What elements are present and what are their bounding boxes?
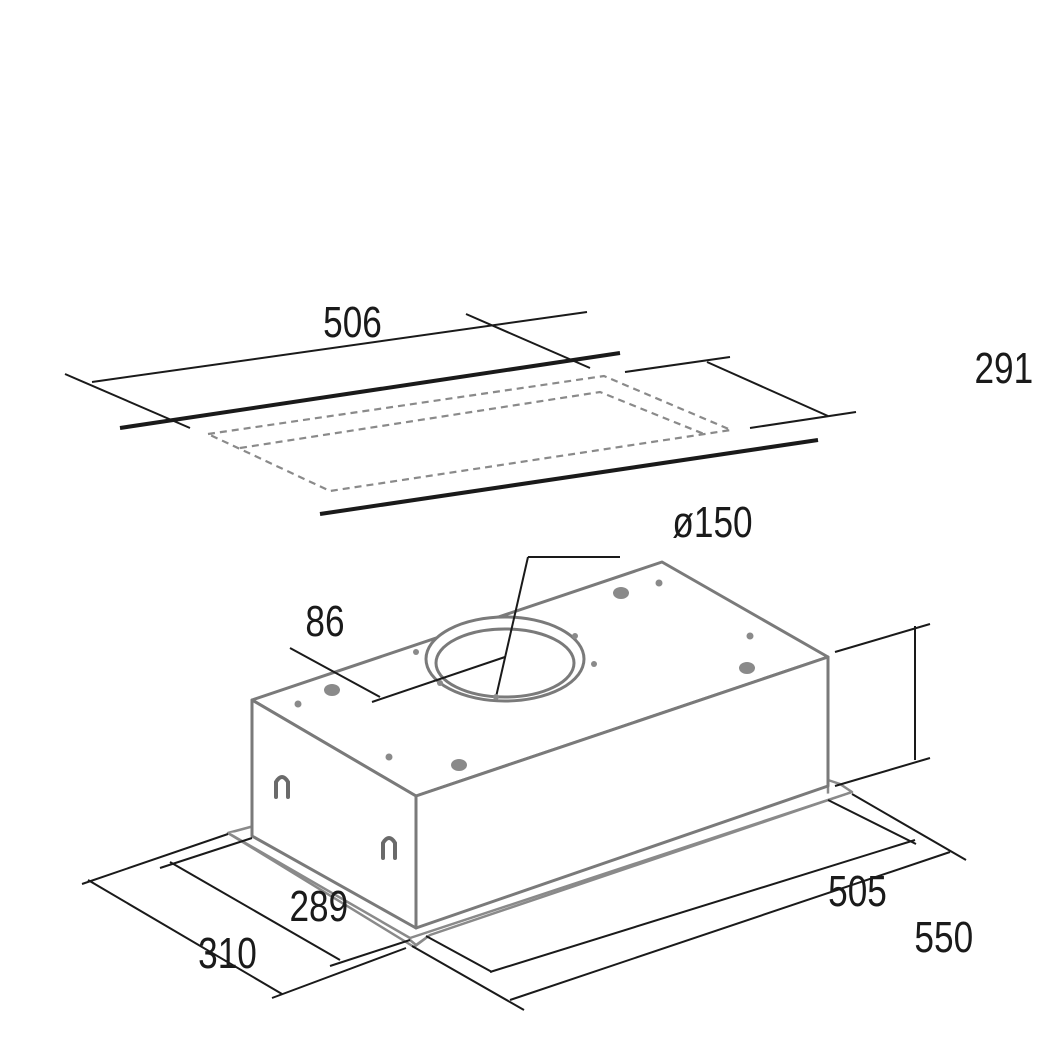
outer-width-dimension-line	[509, 851, 951, 1001]
mounting-hole	[451, 759, 467, 771]
height-extension-bottom	[834, 757, 931, 787]
inner-depth-extension-bottom	[329, 939, 411, 967]
ceiling-edge-front	[319, 438, 819, 516]
cutout-depth-label: 291	[974, 344, 1033, 393]
duct-center-point	[493, 694, 499, 700]
ceiling-cutout-group: 506 291	[64, 298, 1033, 516]
hanging-hook-icon	[274, 775, 290, 799]
outer-depth-label: 310	[198, 929, 257, 978]
outer-width-label: 550	[914, 913, 973, 962]
inner-width-dimension-line	[489, 839, 916, 973]
inner-depth-label: 289	[289, 882, 348, 931]
hood-group: ø150 86 175 505 550 289 310	[81, 498, 973, 1011]
cutout-width-label: 506	[323, 298, 382, 347]
screw-hole	[655, 579, 663, 587]
cutout-depth-dimension-line	[706, 361, 829, 417]
screw-hole	[385, 753, 393, 761]
cutout-depth-extension-top	[624, 356, 731, 373]
mounting-hole	[324, 684, 340, 696]
outer-depth-extension-bottom	[271, 947, 407, 999]
ceiling-edge-back	[119, 351, 621, 430]
duct-collar-inner	[434, 627, 576, 699]
cutout-outline-inner	[239, 390, 705, 450]
outer-width-extension-left	[411, 945, 525, 1011]
screw-hole	[591, 661, 597, 667]
mounting-hole	[739, 662, 755, 674]
inner-depth-dimension-line	[169, 861, 341, 961]
inner-width-extension-left	[425, 935, 493, 973]
screw-hole	[437, 680, 443, 686]
outer-depth-dimension-line	[87, 879, 283, 995]
hanging-hook-icon	[381, 836, 397, 860]
screw-hole	[572, 633, 578, 639]
cutout-outline-outer	[204, 374, 735, 493]
duct-offset-leader-line	[371, 656, 506, 703]
inner-width-label: 505	[828, 867, 887, 916]
duct-leader-line-diagonal	[495, 556, 529, 698]
duct-offset-label: 86	[305, 597, 344, 646]
duct-diameter-label: ø150	[672, 498, 752, 547]
screw-hole	[746, 632, 754, 640]
cutout-depth-extension-bottom	[749, 411, 857, 429]
outer-width-extension-right	[851, 793, 967, 861]
outer-depth-extension-top	[81, 833, 229, 885]
cutout-width-extension-left	[64, 373, 191, 429]
duct-offset-leader-diagonal	[289, 647, 381, 698]
inner-depth-extension-top	[159, 837, 253, 869]
cutout-width-dimension-line	[91, 311, 588, 383]
screw-hole	[413, 649, 419, 655]
cutout-width-extension-right	[465, 313, 591, 369]
inner-width-extension-right	[827, 799, 917, 845]
mounting-hole	[613, 587, 629, 599]
hood-side-face	[250, 698, 418, 930]
screw-hole	[294, 700, 302, 708]
